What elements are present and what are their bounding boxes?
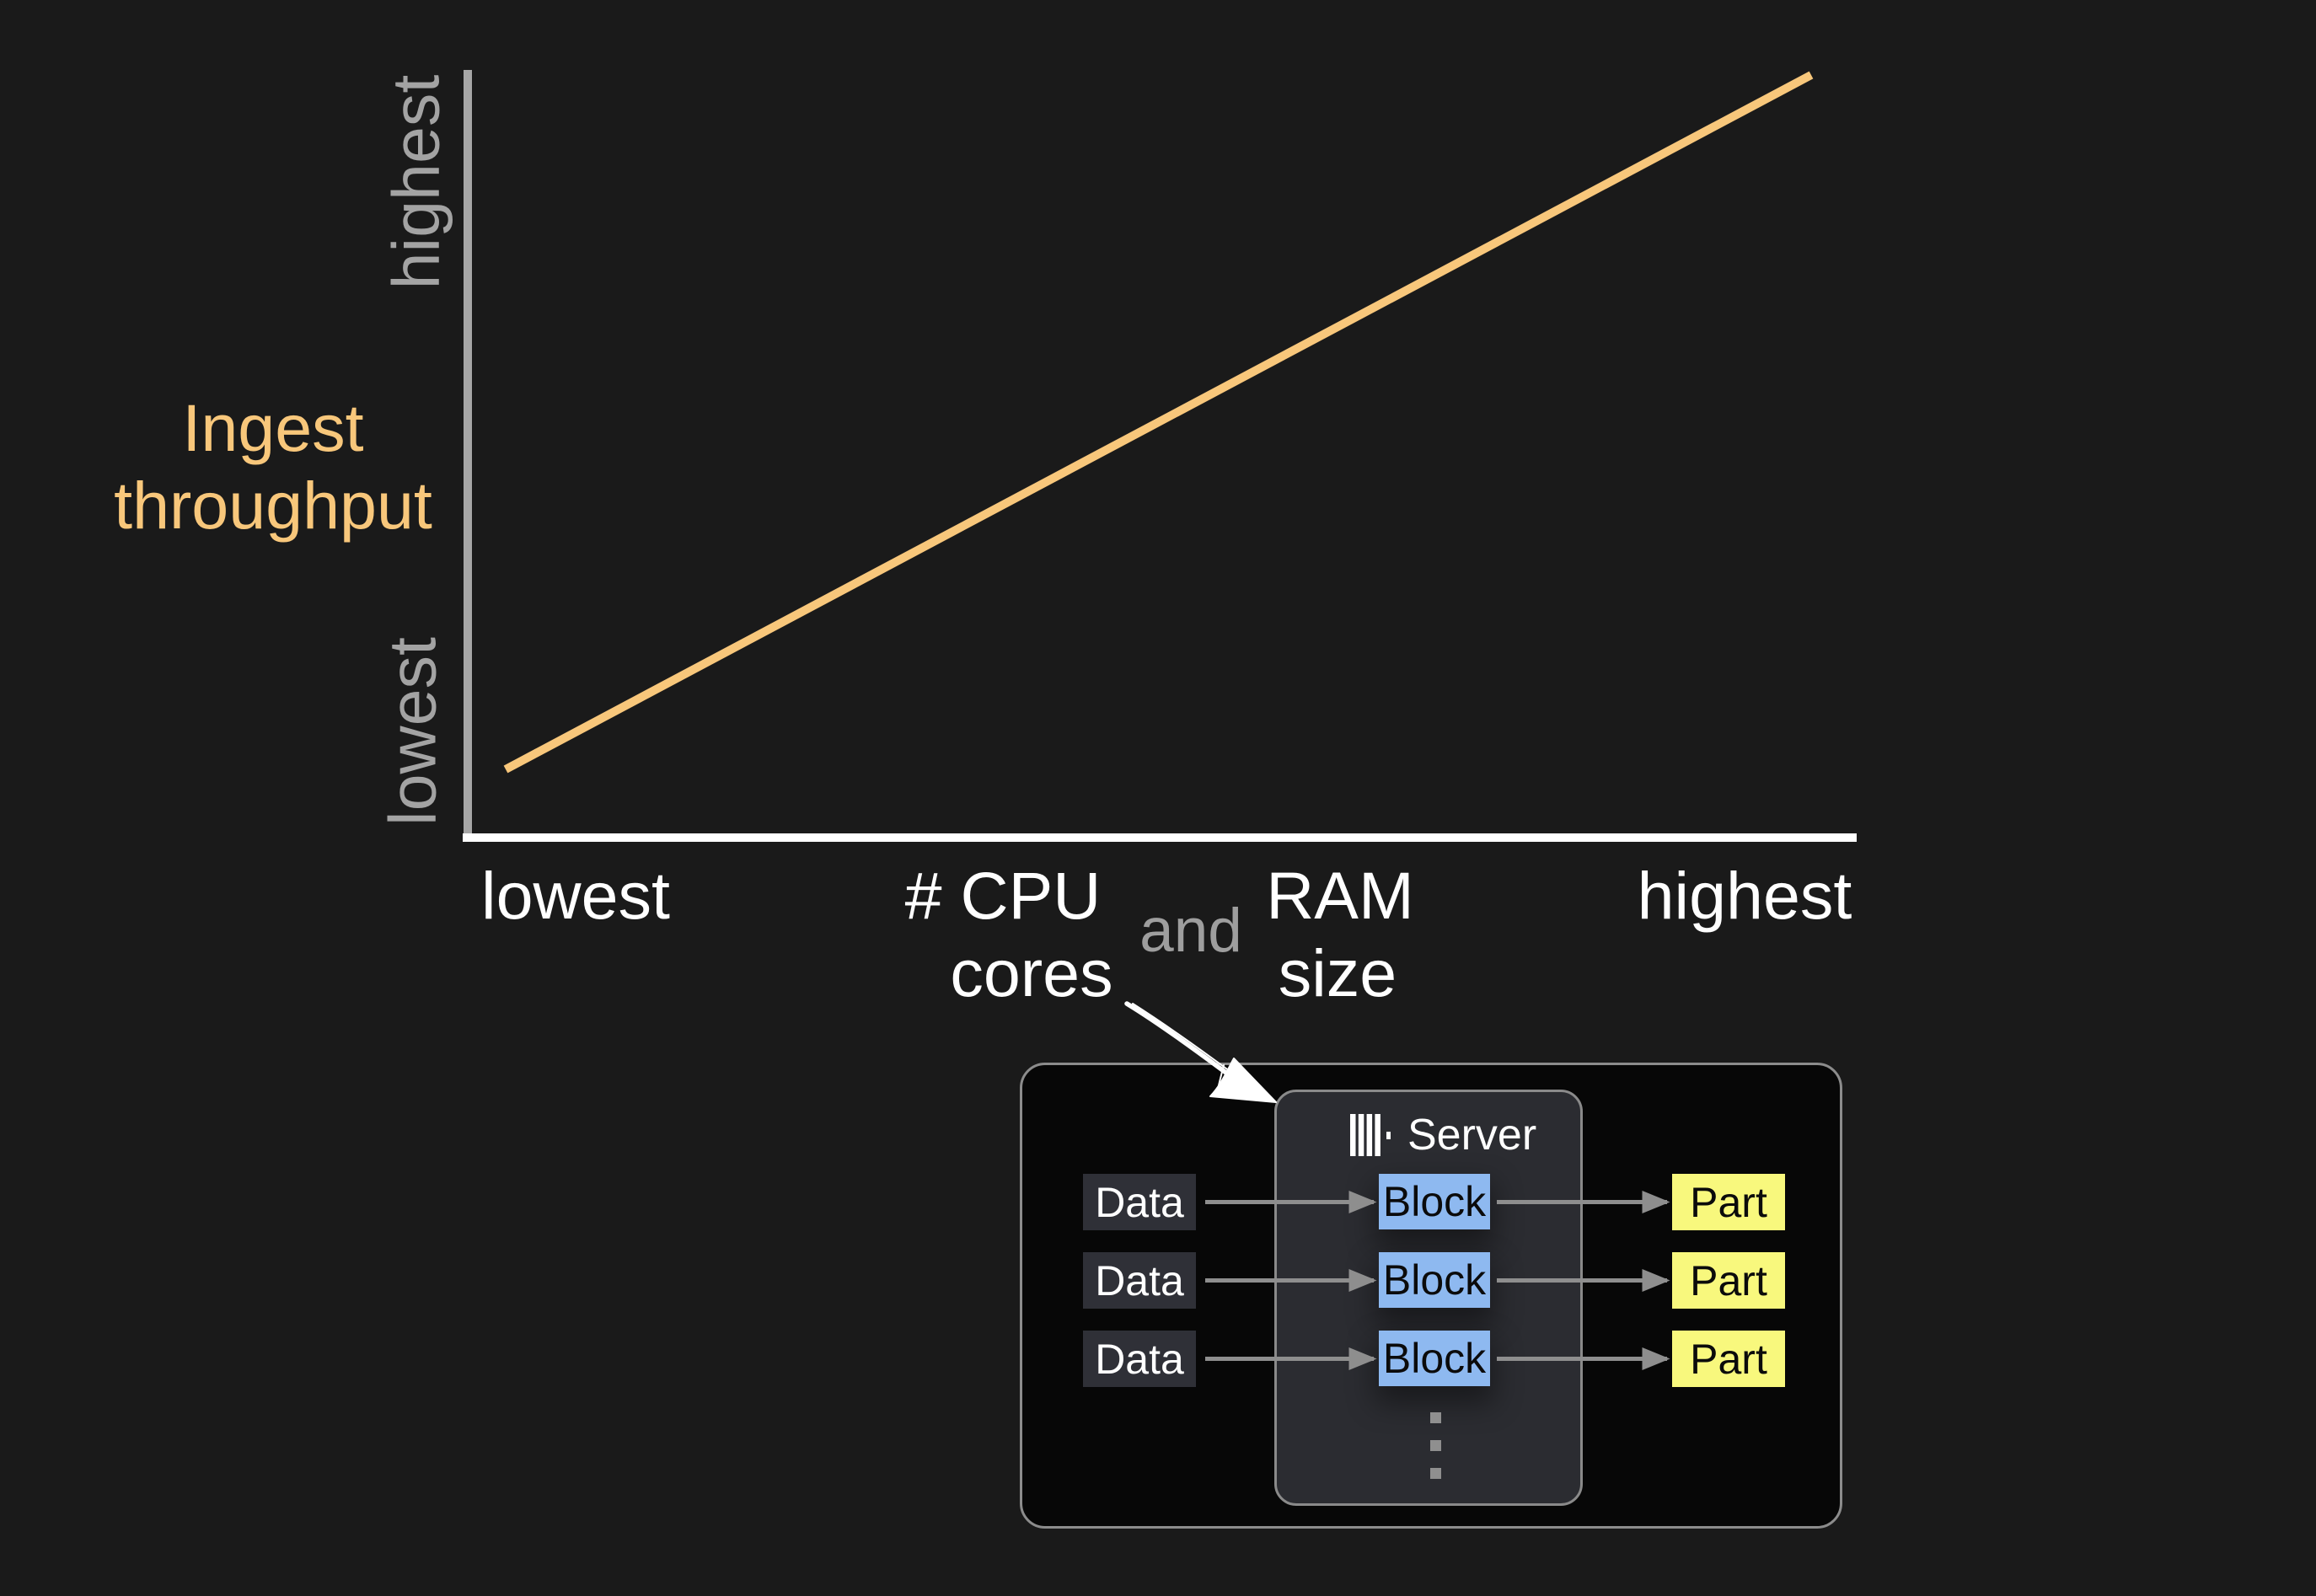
block-box-3: Block [1379,1331,1490,1386]
y-axis-title: Ingest throughput [114,389,432,544]
ellipsis-dot-2 [1430,1440,1441,1451]
x-title-cores: cores [950,935,1113,1010]
x-axis-line [463,833,1857,842]
block-box-2: Block [1379,1252,1490,1308]
x-title-size: size [1278,935,1397,1010]
server-header: Server [1350,1111,1536,1160]
x-tick-lowest: lowest [481,858,670,933]
part-box-1: Part [1672,1174,1785,1230]
y-tick-highest: highest [378,74,453,290]
data-box-1: Data [1083,1174,1196,1230]
throughput-line [503,71,1814,774]
x-title-and: and [1139,897,1242,965]
ellipsis-dot-3 [1430,1468,1441,1479]
x-tick-highest: highest [1637,858,1852,933]
part-box-2: Part [1672,1252,1785,1309]
block-box-1: Block [1379,1174,1490,1229]
x-title-ram: RAM [1266,858,1414,933]
data-box-2: Data [1083,1252,1196,1309]
y-axis-line [464,70,472,833]
y-axis-title-line2: throughput [114,468,432,543]
ellipsis-dot-1 [1430,1412,1441,1423]
server-label: Server [1407,1111,1537,1160]
clickhouse-logo-icon [1350,1114,1391,1156]
y-axis-title-line1: Ingest [182,390,364,465]
y-tick-lowest: lowest [374,637,450,826]
part-box-3: Part [1672,1331,1785,1387]
x-title-cpu: # CPU [904,858,1102,933]
data-box-3: Data [1083,1331,1196,1387]
